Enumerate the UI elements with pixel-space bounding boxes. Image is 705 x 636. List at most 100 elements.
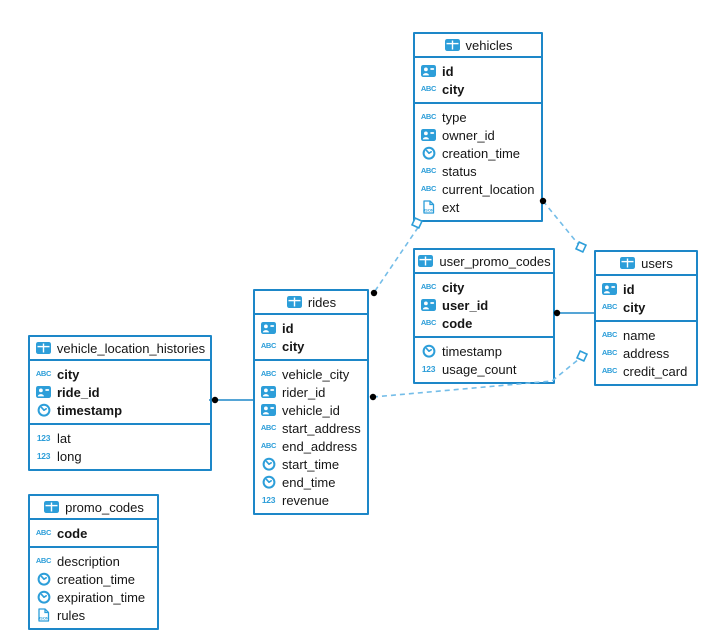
abc-text-icon: ABC bbox=[601, 302, 618, 312]
field-row-timestamp: timestamp bbox=[415, 342, 553, 360]
table-header[interactable]: rides bbox=[255, 291, 367, 315]
field-row-city: ABC city bbox=[596, 298, 696, 316]
table-title: vehicles bbox=[465, 37, 513, 53]
field-name: city bbox=[623, 299, 646, 315]
field-name: start_address bbox=[282, 420, 361, 436]
field-row-ride_id: ride_id bbox=[30, 383, 210, 401]
relationship-line-vehicles-users bbox=[542, 200, 580, 246]
field-name: vehicle_id bbox=[282, 402, 340, 418]
abc-text-icon: ABC bbox=[420, 166, 437, 176]
abc-text-icon: ABC bbox=[420, 282, 437, 292]
abc-text-icon: ABC bbox=[420, 184, 437, 194]
field-name: id bbox=[442, 63, 454, 79]
table-title: rides bbox=[307, 294, 337, 310]
abc-text-icon: ABC bbox=[601, 348, 618, 358]
user-id-icon bbox=[420, 64, 437, 78]
abc-text-icon: ABC bbox=[35, 528, 52, 538]
table-grid-icon bbox=[619, 256, 636, 270]
field-name: expiration_time bbox=[57, 589, 146, 605]
table-title: promo_codes bbox=[65, 499, 144, 515]
table-header[interactable]: users bbox=[596, 252, 696, 276]
field-name: current_location bbox=[442, 181, 535, 197]
primary-key-section: ABC code bbox=[30, 520, 157, 546]
field-name: code bbox=[57, 525, 88, 541]
field-name: creation_time bbox=[57, 571, 136, 587]
svg-text:JSON: JSON bbox=[38, 616, 49, 621]
abc-text-icon: ABC bbox=[420, 318, 437, 328]
clock-icon bbox=[35, 572, 52, 586]
relationship-dot-endpoint bbox=[370, 289, 378, 297]
user-id-icon bbox=[260, 403, 277, 417]
svg-text:JSON: JSON bbox=[423, 208, 434, 213]
field-row-user_id: user_id bbox=[415, 296, 553, 314]
field-name: code bbox=[442, 315, 473, 331]
field-name: city bbox=[442, 81, 465, 97]
field-name: owner_id bbox=[442, 127, 495, 143]
123-number-icon: 123 bbox=[36, 432, 51, 443]
field-name: creation_time bbox=[442, 145, 521, 161]
field-row-usage_count: 123 usage_count bbox=[415, 360, 553, 378]
table-header[interactable]: user_promo_codes bbox=[415, 250, 553, 274]
table-grid-icon bbox=[444, 38, 461, 52]
field-row-creation_time: creation_time bbox=[30, 570, 157, 588]
table-grid-icon bbox=[286, 295, 303, 309]
table-title: vehicle_location_histories bbox=[56, 340, 206, 356]
field-name: rider_id bbox=[282, 384, 326, 400]
table-header[interactable]: vehicles bbox=[415, 34, 541, 58]
clock-icon bbox=[420, 146, 437, 160]
user-id-icon bbox=[260, 321, 277, 335]
field-name: ride_id bbox=[57, 384, 100, 400]
field-row-creation_time: creation_time bbox=[415, 144, 541, 162]
table-grid-icon bbox=[417, 254, 434, 268]
table-header[interactable]: promo_codes bbox=[30, 496, 157, 520]
abc-text-icon: ABC bbox=[35, 369, 52, 379]
table-header[interactable]: vehicle_location_histories bbox=[30, 337, 210, 361]
user-id-icon bbox=[35, 385, 52, 399]
field-name: usage_count bbox=[442, 361, 517, 377]
relationship-square-endpoint bbox=[574, 240, 588, 254]
abc-text-icon: ABC bbox=[601, 330, 618, 340]
field-row-lat: 123 lat bbox=[30, 429, 210, 447]
field-name: long bbox=[57, 448, 82, 464]
field-name: city bbox=[442, 279, 465, 295]
field-row-id: id bbox=[255, 319, 367, 337]
field-row-end_time: end_time bbox=[255, 473, 367, 491]
abc-text-icon: ABC bbox=[35, 556, 52, 566]
field-name: timestamp bbox=[57, 402, 123, 418]
field-row-timestamp: timestamp bbox=[30, 401, 210, 419]
field-name: timestamp bbox=[442, 343, 502, 359]
123-number-icon: 123 bbox=[421, 363, 436, 374]
abc-text-icon: ABC bbox=[420, 84, 437, 94]
field-name: lat bbox=[57, 430, 71, 446]
field-row-owner_id: owner_id bbox=[415, 126, 541, 144]
abc-text-icon: ABC bbox=[420, 112, 437, 122]
field-row-expiration_time: expiration_time bbox=[30, 588, 157, 606]
123-number-icon: 123 bbox=[36, 450, 51, 461]
field-name: type bbox=[442, 109, 467, 125]
field-row-long: 123 long bbox=[30, 447, 210, 465]
field-row-current_location: ABC current_location bbox=[415, 180, 541, 198]
json-document-icon: JSON bbox=[35, 608, 52, 622]
table-grid-icon bbox=[43, 500, 60, 514]
field-name: status bbox=[442, 163, 477, 179]
field-name: id bbox=[282, 320, 294, 336]
